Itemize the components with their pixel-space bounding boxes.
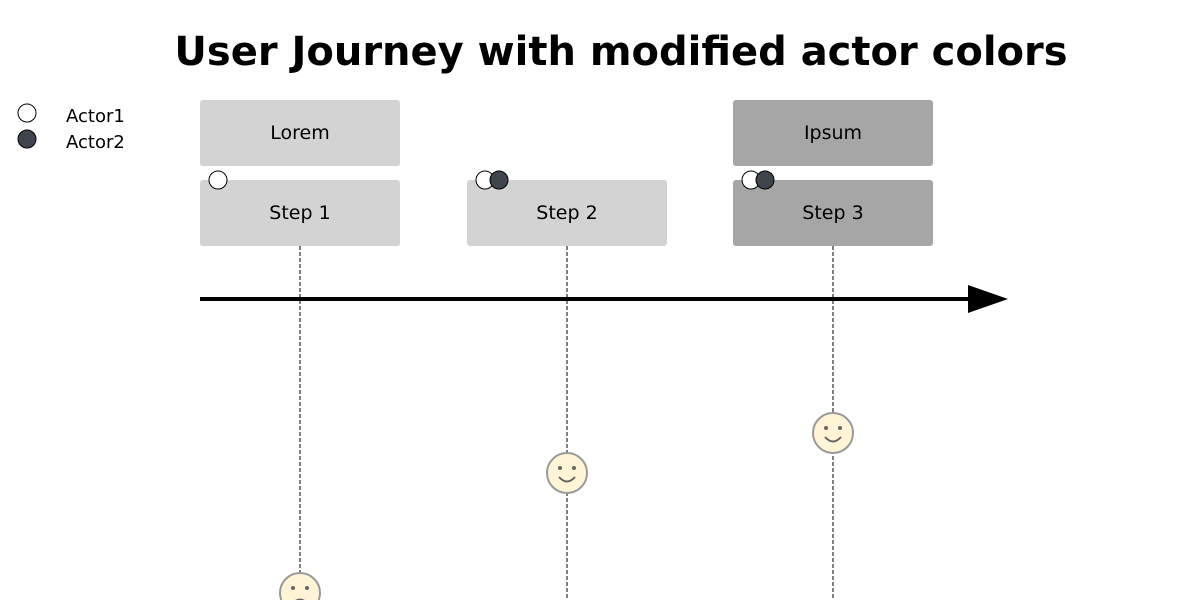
actor-dot-step-2-actor2 xyxy=(489,170,509,190)
task-label-step-3: Step 3 xyxy=(802,202,863,224)
legend: Actor1 Actor2 xyxy=(17,103,125,153)
task-label-step-1: Step 1 xyxy=(269,202,330,224)
actor-dot-step-3-actor2 xyxy=(755,170,775,190)
sad-face-icon xyxy=(279,572,321,600)
task-label-step-2: Step 2 xyxy=(536,202,597,224)
section-box-ipsum xyxy=(733,100,933,166)
task-step-1: Step 1 xyxy=(200,180,400,246)
legend-item-actor2: Actor2 xyxy=(17,129,125,153)
actor2-legend-label: Actor2 xyxy=(66,132,125,153)
diagram-title: User Journey with modified actor colors xyxy=(174,29,1067,75)
actor2-legend-dot xyxy=(17,129,37,149)
happy-face-icon xyxy=(812,412,854,454)
task-box-step-2 xyxy=(467,180,667,246)
task-step-3: Step 3 xyxy=(733,180,933,246)
mood-faces xyxy=(279,412,854,600)
section-label-lorem: Lorem xyxy=(270,122,329,144)
task-actor-dots xyxy=(208,170,775,190)
section-lorem: Lorem xyxy=(200,100,400,166)
task-box-step-3 xyxy=(733,180,933,246)
actor-dot-step-1-actor1 xyxy=(208,170,228,190)
actor1-legend-label: Actor1 xyxy=(66,106,125,127)
section-label-ipsum: Ipsum xyxy=(804,122,862,144)
task-box-step-1 xyxy=(200,180,400,246)
legend-item-actor1: Actor1 xyxy=(17,103,125,127)
section-box-lorem xyxy=(200,100,400,166)
happy-face-icon xyxy=(546,452,588,494)
section-ipsum: Ipsum xyxy=(733,100,933,166)
task-step-2: Step 2 xyxy=(467,180,667,246)
actor1-legend-dot xyxy=(17,103,37,123)
